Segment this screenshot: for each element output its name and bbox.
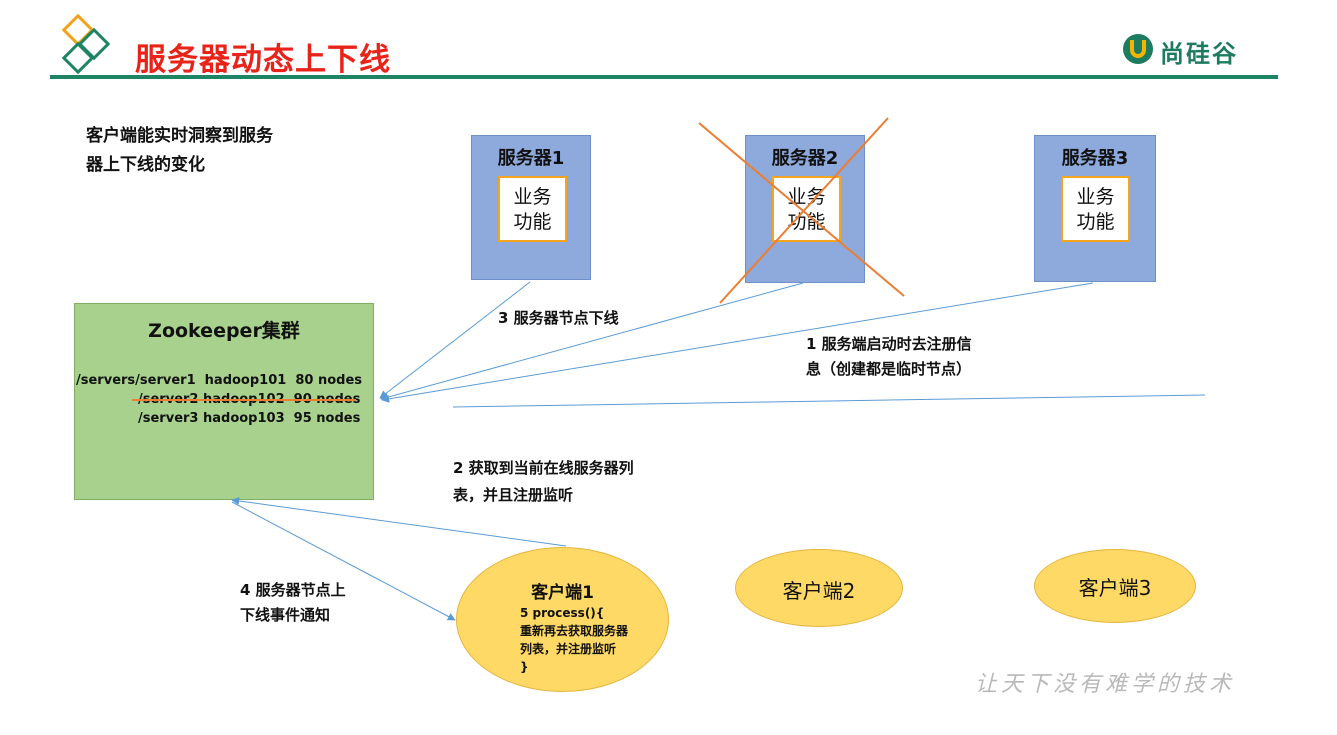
slogan: 让天下没有难学的技术 [975,672,1236,697]
intro-line-1: 客户端能实时洞察到服务 [86,126,273,146]
process-line-1: 5 process(){ [520,606,605,620]
zk-node-server3: /server3 hadoop103 95 nodes [138,411,361,426]
register-arrow [452,394,1206,408]
intro-note: 客户端能实时洞察到服务 器上下线的变化 [86,122,273,180]
client-3 [1034,549,1196,623]
zk-node-server2: /server2 hadoop102 90 nodes [138,392,361,407]
server-2-func-line-2: 功能 [787,211,826,233]
step-2-line-1: 2 获取到当前在线服务器列 [453,459,634,477]
step-1-line-1: 1 服务端启动时去注册信 [806,335,972,353]
server-1-func-line-2: 功能 [513,211,552,233]
server-1-name: 服务器1 [497,148,565,169]
server3-to-zk-arrow [381,282,1094,403]
zookeeper-cluster-box [74,303,374,500]
brand-name: 尚硅谷 [1160,40,1238,68]
intro-line-2: 器上下线的变化 [86,155,205,175]
server-3: 服务器3 业务 功能 [1034,135,1156,282]
server-2-function-box: 业务 功能 [772,176,841,242]
step-1-line-2: 息（创建都是临时节点） [806,360,972,378]
server-3-func-line-2: 功能 [1076,211,1115,233]
client-1-name: 客户端1 [531,583,594,603]
step-2-label: 2 获取到当前在线服务器列 表，并且注册监听 [453,455,634,509]
step-2-line-2: 表，并且注册监听 [453,486,574,504]
server-1-function-box: 业务 功能 [498,176,567,242]
zookeeper-title: Zookeeper集群 [148,320,300,342]
header-divider [50,75,1278,79]
process-line-3: 列表，并注册监听 [520,642,617,656]
server-3-function-box: 业务 功能 [1061,176,1130,242]
server2-to-zk-arrow [380,282,804,401]
zk-node-server1: /servers/server1 hadoop101 80 nodes [76,373,363,388]
process-line-4: } [520,660,529,674]
step-3-label: 3 服务器节点下线 [498,309,619,327]
client-3-name: 客户端3 [1078,576,1152,600]
server-1-func-line-1: 业务 [513,186,552,208]
process-line-2: 重新再去获取服务器 [520,624,629,638]
client-1 [456,547,669,692]
step-4-label: 4 服务器节点上 下线事件通知 [240,578,346,628]
server-3-func-line-1: 业务 [1076,186,1115,208]
client-2-name: 客户端2 [782,579,856,603]
client-1-process-code: 5 process(){ 重新再去获取服务器 列表，并注册监听 } [520,604,628,676]
server-2: 服务器2 业务 功能 [745,135,865,283]
step-1-label: 1 服务端启动时去注册信 息（创建都是临时节点） [806,332,972,382]
step-4-line-2: 下线事件通知 [240,606,331,624]
server-1: 服务器1 业务 功能 [471,135,591,280]
step-4-line-1: 4 服务器节点上 [240,581,346,599]
slide-title: 服务器动态上下线 [135,42,391,78]
client-2 [735,549,903,627]
server-2-name: 服务器2 [771,148,839,169]
server1-to-zk-arrow [379,281,531,399]
server-3-name: 服务器3 [1061,148,1129,169]
server-2-func-line-1: 业务 [787,186,826,208]
